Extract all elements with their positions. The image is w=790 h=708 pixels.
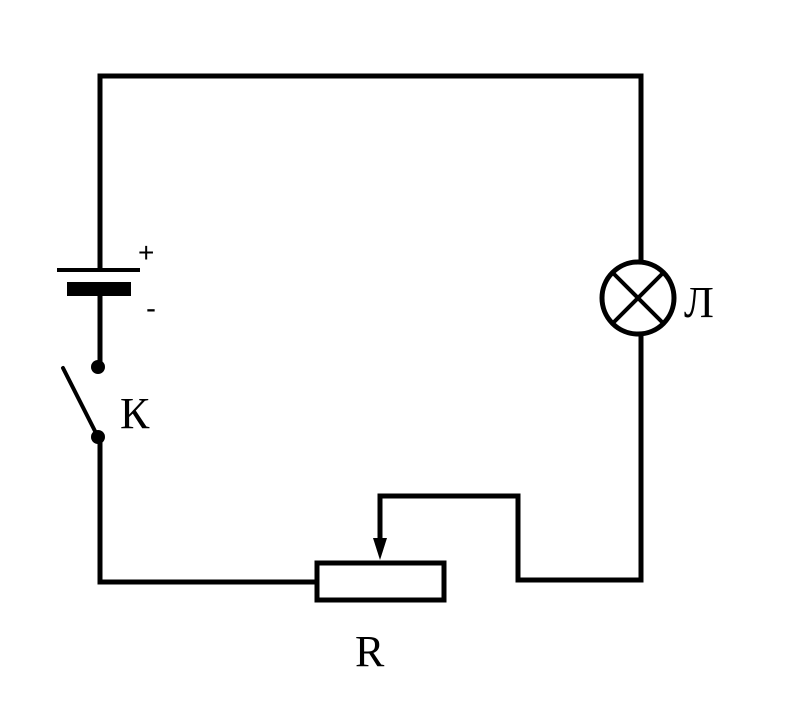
switch-label: К (120, 389, 150, 438)
rheostat-slider-arrow (373, 538, 387, 560)
wire-lamp-to-slider (377, 331, 644, 583)
battery-negative-plate (67, 282, 131, 296)
battery-plus-label: + (138, 237, 154, 268)
rheostat-label: R (355, 627, 385, 676)
wire-switch-to-rheostat (97, 434, 319, 585)
switch-top-contact (91, 360, 105, 374)
rheostat-body (314, 560, 447, 603)
battery-minus-label: - (146, 292, 156, 325)
lamp-cross-b (611, 271, 665, 325)
battery-symbol (57, 268, 140, 296)
lamp-symbol (599, 259, 677, 337)
rheostat-symbol (314, 538, 447, 603)
switch-symbol (61, 360, 105, 444)
switch-lever (61, 366, 100, 439)
lamp-label: Л (684, 278, 714, 327)
wire-top (97, 73, 644, 271)
lamp-circle (599, 259, 677, 337)
